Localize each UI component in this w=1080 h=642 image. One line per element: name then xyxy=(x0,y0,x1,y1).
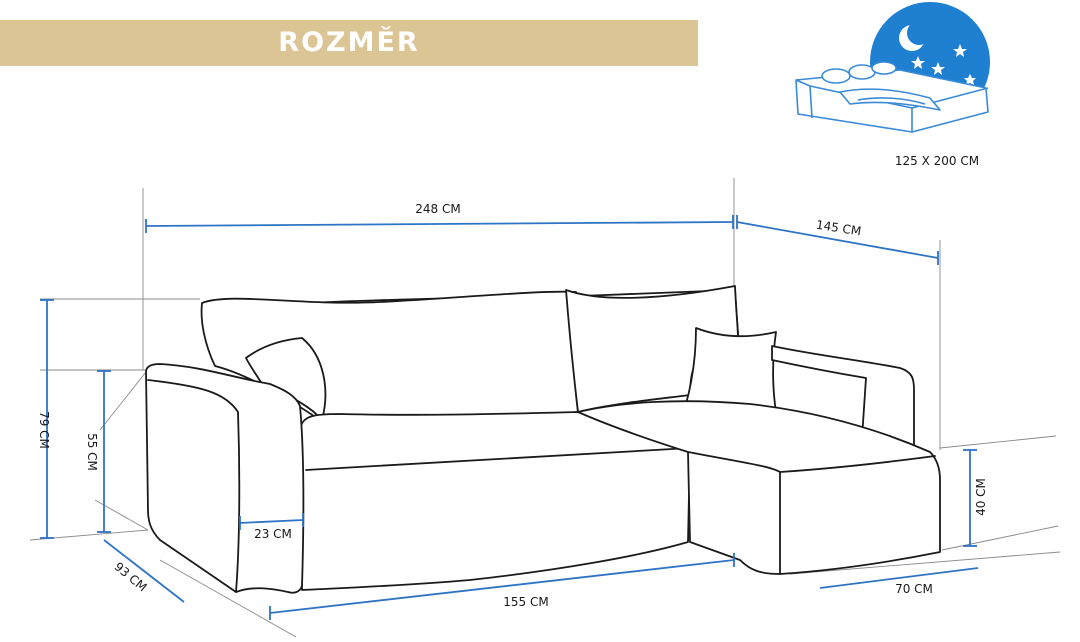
sofa-bed-icon xyxy=(795,61,989,133)
dim-line-seat-depth xyxy=(103,539,185,603)
label-seat-height: 55 CM xyxy=(85,433,99,471)
label-seat-depth: 93 CM xyxy=(112,559,150,594)
label-seat-width: 155 CM xyxy=(503,595,548,609)
dimension-lines xyxy=(40,215,979,620)
moon-icon xyxy=(899,21,931,51)
dim-line-total-width xyxy=(145,221,734,227)
sleeping-area-label: 125 X 200 CM xyxy=(894,154,980,168)
label-chaise-width: 70 CM xyxy=(895,582,933,596)
left-arm xyxy=(145,363,305,594)
page-title: ROZMĚR xyxy=(278,27,420,58)
chaise-seat xyxy=(577,400,941,575)
label-total-height: 79 CM xyxy=(37,411,51,449)
dim-line-armrest-width xyxy=(239,519,304,524)
label-armrest-width: 23 CM xyxy=(254,527,292,541)
header-banner: ROZMĚR xyxy=(0,20,698,66)
label-chaise-height: 40 CM xyxy=(974,478,988,516)
sofa-outline xyxy=(145,285,941,594)
dim-line-chaise-width xyxy=(819,567,979,589)
sofa-bed-badge xyxy=(795,2,990,133)
main-seat xyxy=(299,411,691,591)
throw-pillow-right xyxy=(685,327,777,413)
dim-line-seat-width xyxy=(269,559,735,614)
star-icon xyxy=(911,44,976,85)
dim-line-chaise-depth xyxy=(736,221,939,259)
label-total-width: 248 CM xyxy=(415,202,460,216)
chaise-arm xyxy=(771,345,915,446)
label-chaise-depth: 145 CM xyxy=(815,218,862,239)
